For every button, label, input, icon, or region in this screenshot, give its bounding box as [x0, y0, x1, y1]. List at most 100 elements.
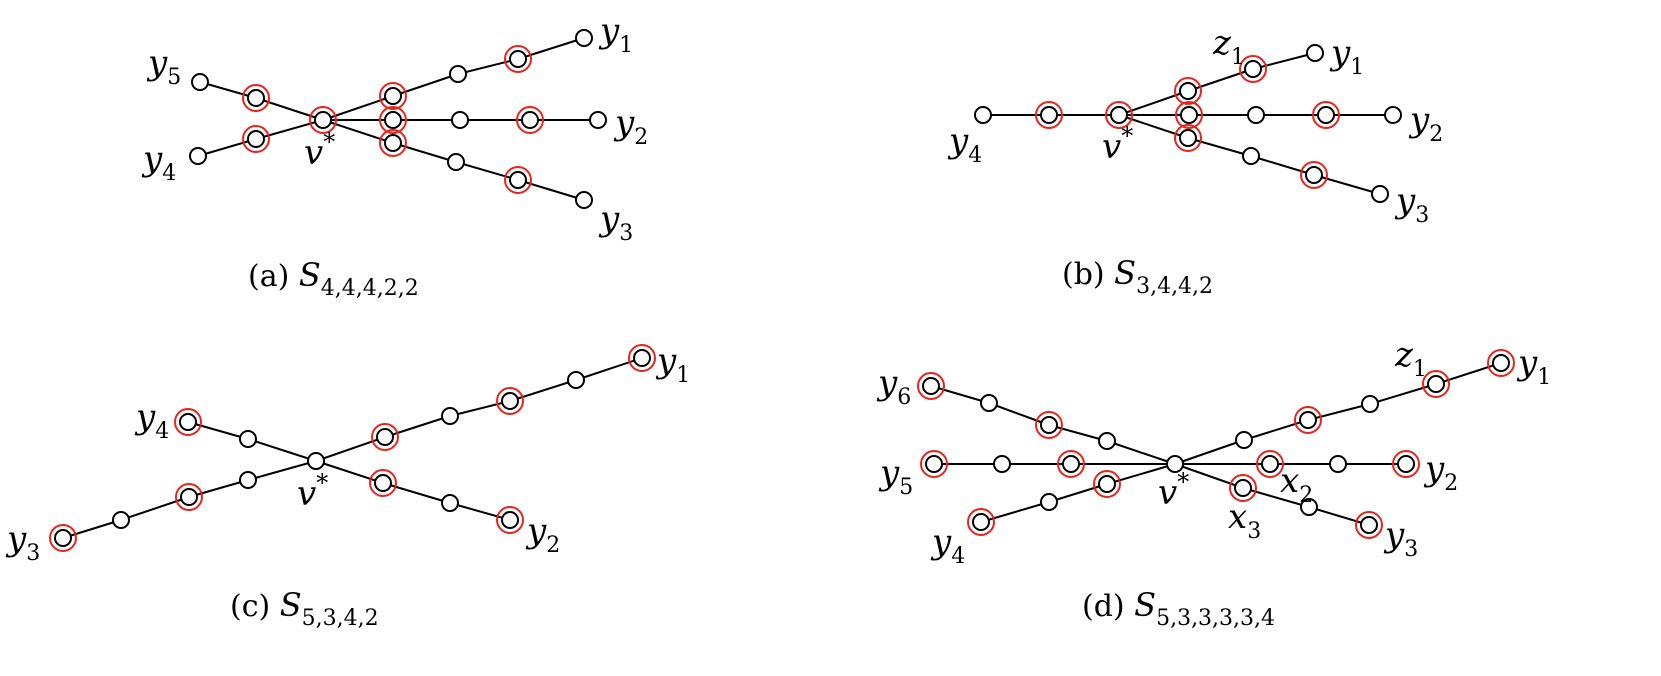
- label-d-z1: z1: [1394, 335, 1427, 382]
- label-d-y5: y5: [878, 453, 913, 500]
- node-b-arm2-3: [1317, 106, 1335, 124]
- label-a-y4: y4: [141, 139, 176, 186]
- label-d-y1: y1: [1516, 343, 1551, 390]
- nodes-layer: [49, 29, 1515, 552]
- edge-c-arm1-1: [315, 436, 386, 462]
- edge-c-arm3-4: [62, 519, 122, 539]
- edge-c-arm1-4: [509, 379, 577, 402]
- ring-a-arm2-3: [516, 106, 544, 134]
- label-b-y3: y3: [1394, 181, 1429, 228]
- node-a-arm5-2: [191, 73, 209, 91]
- node-c-arm2-3: [501, 511, 519, 529]
- ring-b-arm1-1: [1174, 77, 1202, 105]
- ring-d-arm5-3: [920, 450, 948, 478]
- ring-b-arm3-3: [1300, 161, 1328, 189]
- ring-d-arm2-1: [1256, 450, 1284, 478]
- edge-b-arm3-2: [1187, 137, 1252, 157]
- caption-d: (d) S5,3,3,3,3,4: [1082, 586, 1275, 631]
- edge-d-arm4-2: [1048, 483, 1108, 503]
- node-b-arm2-4: [1384, 106, 1402, 124]
- ring-d-arm3-3: [1355, 511, 1383, 539]
- node-d-arm1-5: [1492, 354, 1510, 372]
- label-b-y4: y4: [947, 121, 982, 168]
- node-b-arm3-1: [1179, 129, 1197, 147]
- node-d-arm5-1: [1062, 455, 1080, 473]
- node-d-arm2-3: [1397, 455, 1415, 473]
- node-b-arm4-2: [974, 106, 992, 124]
- node-a-arm1-3: [509, 50, 527, 68]
- edge-d-arm6-4: [930, 385, 990, 404]
- node-a-arm1-1: [384, 87, 402, 105]
- label-b-y2: y2: [1408, 100, 1443, 147]
- node-b-arm3-4: [1371, 185, 1389, 203]
- ring-a-arm2-1: [379, 106, 407, 134]
- label-d-x2: x2: [1280, 461, 1313, 508]
- label-c-y3: y3: [5, 519, 40, 566]
- node-c-arm3-4: [54, 529, 72, 547]
- node-c-arm4-1: [239, 430, 257, 448]
- node-b-arm2-1: [1180, 106, 1198, 124]
- edge-c-arm2-2: [382, 482, 451, 504]
- ring-d-arm6-2: [1035, 411, 1063, 439]
- edge-a-arm3-2: [392, 142, 457, 163]
- edge-c-arm2-1: [315, 460, 384, 484]
- node-a-arm2-3: [521, 111, 539, 129]
- edge-d-arm3-2: [1242, 487, 1310, 508]
- ring-b-arm1-2: [1239, 55, 1267, 83]
- node-b-arm2-2: [1247, 106, 1265, 124]
- edge-a-arm5-2: [199, 81, 257, 99]
- ring-d-arm1-2: [1294, 406, 1322, 434]
- edge-d-arm1-4: [1369, 383, 1437, 405]
- label-c-y4: y4: [134, 397, 169, 444]
- node-a-arm4-2: [189, 147, 207, 165]
- edge-a-arm1-3: [457, 58, 519, 75]
- edge-b-arm3-4: [1313, 174, 1381, 195]
- label-a-y5: y5: [146, 43, 181, 90]
- node-d-arm4-1: [1098, 475, 1116, 493]
- node-a-arm3-2: [447, 153, 465, 171]
- node-d-arm1-2: [1299, 411, 1317, 429]
- edge-c-arm1-5: [575, 357, 643, 381]
- ring-a-arm3-1: [379, 129, 407, 157]
- label-b-y1: y1: [1329, 33, 1364, 80]
- node-d-arm2-2: [1329, 455, 1347, 473]
- caption-a: (a) S4,4,4,2,2: [248, 256, 419, 301]
- center-label-b: v*: [1102, 122, 1133, 167]
- ring-d-arm6-4: [917, 372, 945, 400]
- edge-b-arm3-3: [1250, 155, 1315, 176]
- edge-c-arm1-2: [384, 415, 451, 438]
- edge-d-arm6-3: [988, 402, 1050, 426]
- edge-c-arm4-1: [247, 438, 317, 462]
- ring-c-arm4-2: [174, 408, 202, 436]
- label-b-z1: z1: [1212, 23, 1245, 70]
- node-b-arm1-2: [1244, 60, 1262, 78]
- node-a-arm3-4: [575, 191, 593, 209]
- ring-a-arm3-3: [504, 166, 532, 194]
- node-d-arm4-2: [1040, 493, 1058, 511]
- node-a-arm1-2: [449, 65, 467, 83]
- edge-a-arm4-1: [255, 119, 324, 140]
- edge-d-arm4-1: [1106, 463, 1176, 485]
- ring-c-arm2-1: [369, 469, 397, 497]
- ring-a-arm5-1: [242, 84, 270, 112]
- node-a-arm2-2: [451, 111, 469, 129]
- ring-d-arm3-1: [1229, 474, 1257, 502]
- edge-c-arm2-3: [449, 502, 511, 521]
- edge-d-arm3-3: [1308, 506, 1370, 526]
- center-ring-b: [1105, 101, 1133, 129]
- node-d-arm2-1: [1261, 455, 1279, 473]
- ring-d-arm4-3: [967, 508, 995, 536]
- ring-c-arm3-4: [49, 524, 77, 552]
- node-c-arm1-4: [567, 371, 585, 389]
- node-c-arm3-2: [180, 488, 198, 506]
- ring-c-arm3-2: [175, 483, 203, 511]
- node-c-arm2-1: [374, 474, 392, 492]
- node-b-arm3-3: [1305, 166, 1323, 184]
- ring-a-arm1-1: [379, 82, 407, 110]
- node-d-arm1-4: [1427, 375, 1445, 393]
- edge-d-arm1-1: [1174, 439, 1245, 465]
- node-a-arm1-4: [575, 29, 593, 47]
- label-d-y3: y3: [1383, 515, 1418, 562]
- center-node-d: [1166, 455, 1184, 473]
